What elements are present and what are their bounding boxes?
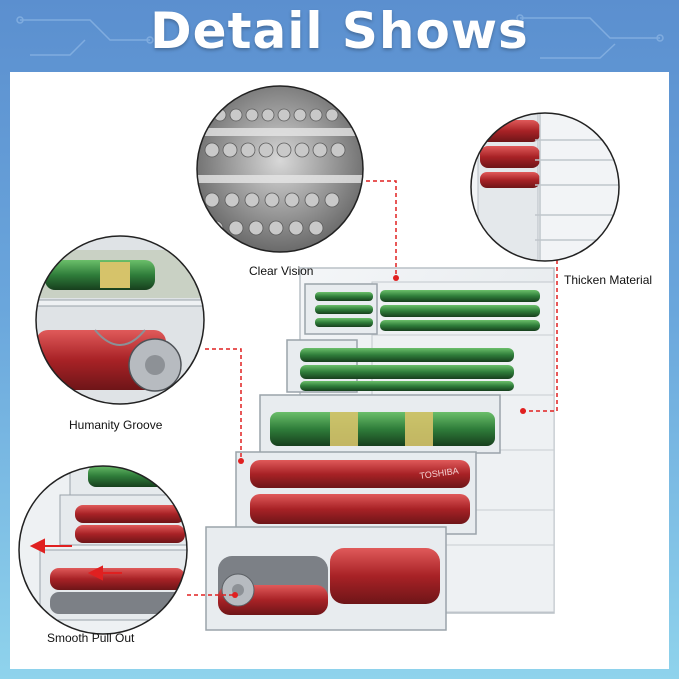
- drawer-3: [259, 394, 501, 454]
- callout-label-thicken-material: Thicken Material: [564, 273, 653, 287]
- pull-arrow-icon: [29, 538, 122, 581]
- detail-circle-humanity-groove: [35, 235, 205, 405]
- drawer-5: [205, 526, 447, 631]
- drawer-2: [286, 339, 514, 393]
- drawer-1: [304, 283, 540, 335]
- callout-label-clear-vision: Clear Vision: [249, 264, 314, 278]
- detail-circle-clear-vision: [196, 85, 364, 253]
- detail-circle-smooth-pull-out: [18, 465, 188, 635]
- callout-label-smooth-pull-out: Smooth Pull Out: [47, 631, 135, 645]
- organizer-tower: TOSHIBA: [205, 267, 555, 631]
- detail-circle-thicken-material: [470, 112, 620, 262]
- page-title: Detail Shows: [150, 2, 529, 60]
- drawer-4: TOSHIBA: [235, 451, 477, 535]
- callout-lines: [187, 180, 558, 596]
- circuit-pattern: [16, 14, 664, 59]
- callout-label-humanity-groove: Humanity Groove: [69, 418, 163, 432]
